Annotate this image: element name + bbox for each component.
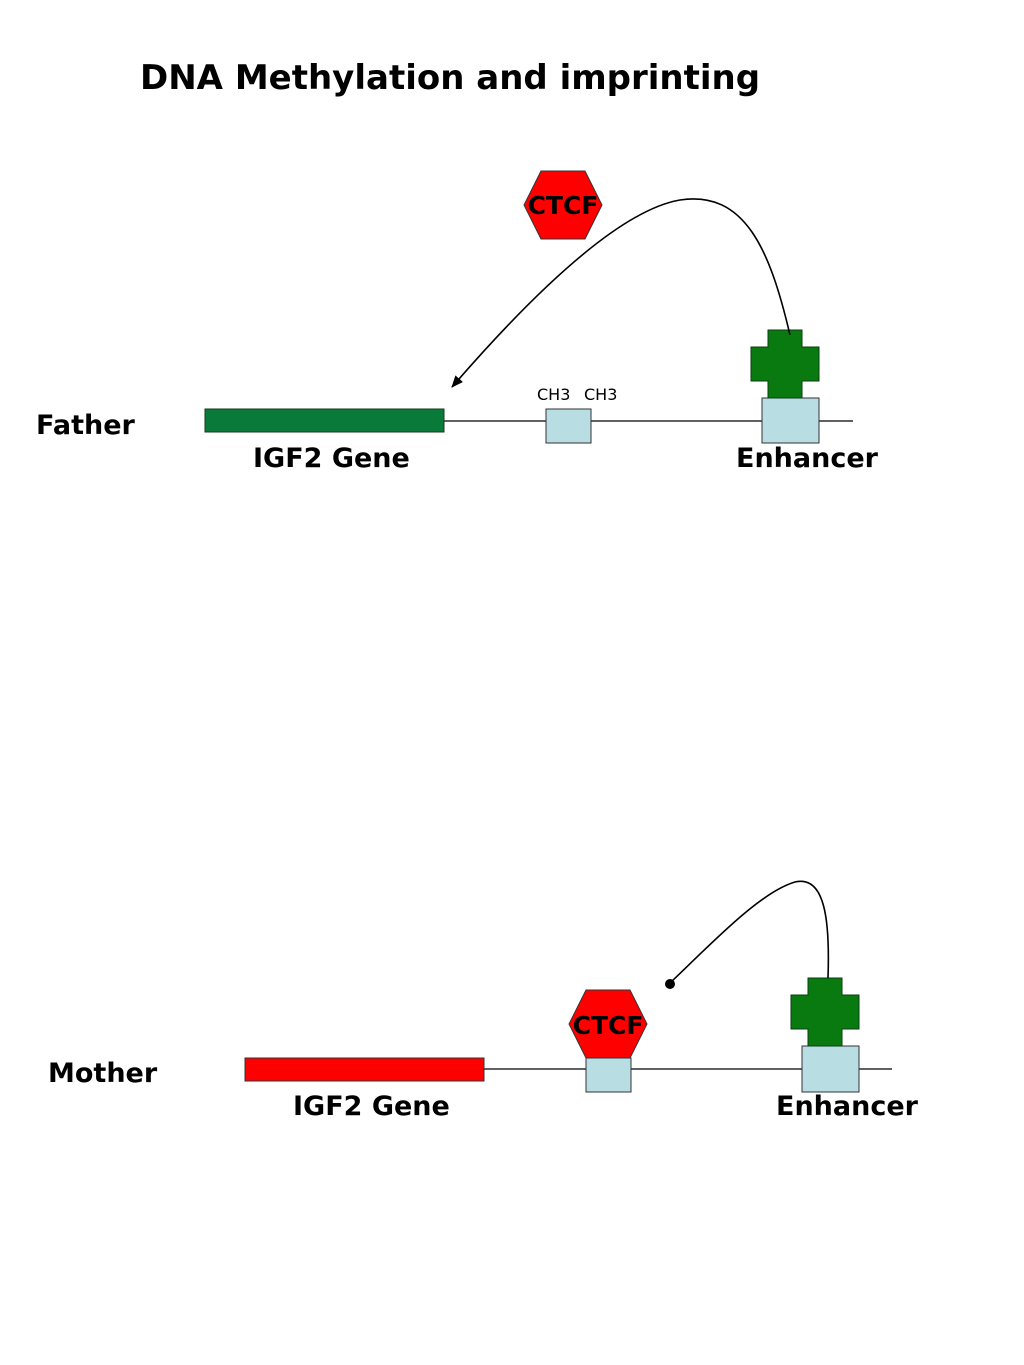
mother-ctcf-hexagon	[568, 989, 648, 1059]
mother-igf2-gene	[244, 1057, 485, 1082]
mother-icr-site-box	[585, 1057, 632, 1093]
mother-ctcf-label: CTCF	[573, 1011, 644, 1040]
mother-enhancer-box	[801, 1045, 860, 1093]
mother-allele: Mother IGF2 Gene CTCF Enhancer	[48, 880, 919, 1122]
page-title: DNA Methylation and imprinting	[140, 58, 760, 98]
mother-blocked-signal-end	[665, 979, 675, 989]
father-ch3-label-1: CH3	[537, 385, 570, 404]
father-icr-site-box	[545, 408, 592, 444]
father-ctcf-hexagon	[523, 170, 603, 240]
father-enhancer-factor	[750, 329, 820, 399]
father-ctcf-label: CTCF	[528, 191, 599, 220]
father-activation-arrow	[451, 198, 791, 388]
father-igf2-gene	[204, 408, 445, 433]
father-allele: Father IGF2 Gene CH3 CH3 Enhancer CTCF	[36, 170, 879, 474]
mother-igf2-gene-label: IGF2 Gene	[293, 1091, 450, 1122]
father-ch3-label-2: CH3	[584, 385, 617, 404]
father-label: Father	[36, 410, 136, 441]
father-enhancer-box	[761, 397, 820, 444]
mother-blocked-signal-line	[670, 880, 830, 983]
mother-enhancer-label: Enhancer	[776, 1091, 919, 1122]
father-enhancer-label: Enhancer	[736, 443, 879, 474]
father-igf2-gene-label: IGF2 Gene	[253, 443, 410, 474]
mother-enhancer-factor	[790, 977, 860, 1047]
mother-label: Mother	[48, 1058, 158, 1089]
